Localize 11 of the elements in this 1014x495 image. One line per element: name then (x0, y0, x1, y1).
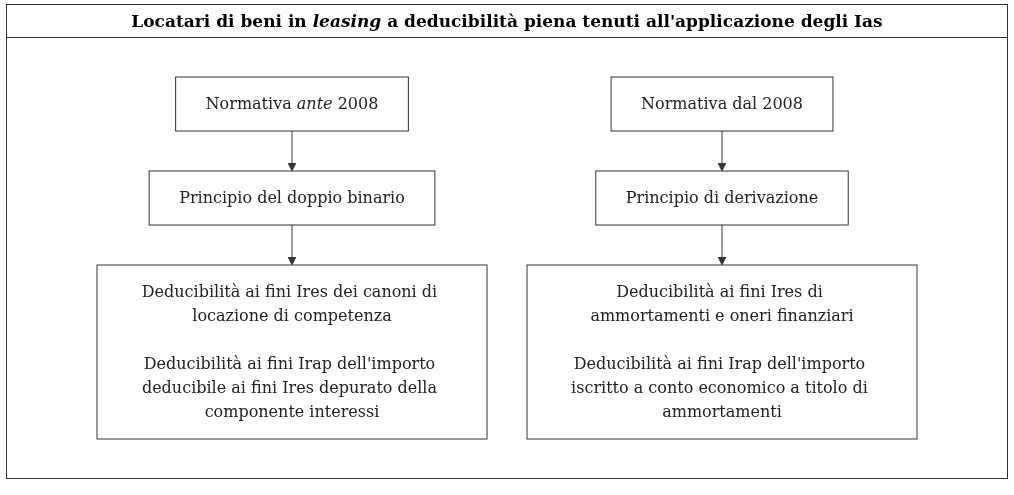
arrow (287, 130, 297, 172)
arrow (717, 130, 727, 172)
node-box: Principio di derivazione (595, 170, 849, 226)
diagram-title: Locatari di beni in leasing a deducibilità piena tenuti all'applicazione degli Ias (7, 5, 1007, 38)
node-box: Principio del doppio binario (148, 170, 436, 226)
arrow (717, 224, 727, 266)
node-box: Normativa dal 2008 (610, 76, 834, 132)
node-box: Deducibilità ai fini Ires dei canoni di locazione di competenza Deducibilità ai fini Irap dell'importo deducibile ai fini Ires depurato della componente interessi (96, 264, 488, 440)
arrow (287, 224, 297, 266)
node-box: Deducibilità ai fini Ires di ammortamenti e oneri finanziari Deducibilità ai fini Irap dell'importo iscritto a conto economico a titolo di ammortamenti (526, 264, 918, 440)
node-box: Normativa ante 2008 (175, 76, 409, 132)
